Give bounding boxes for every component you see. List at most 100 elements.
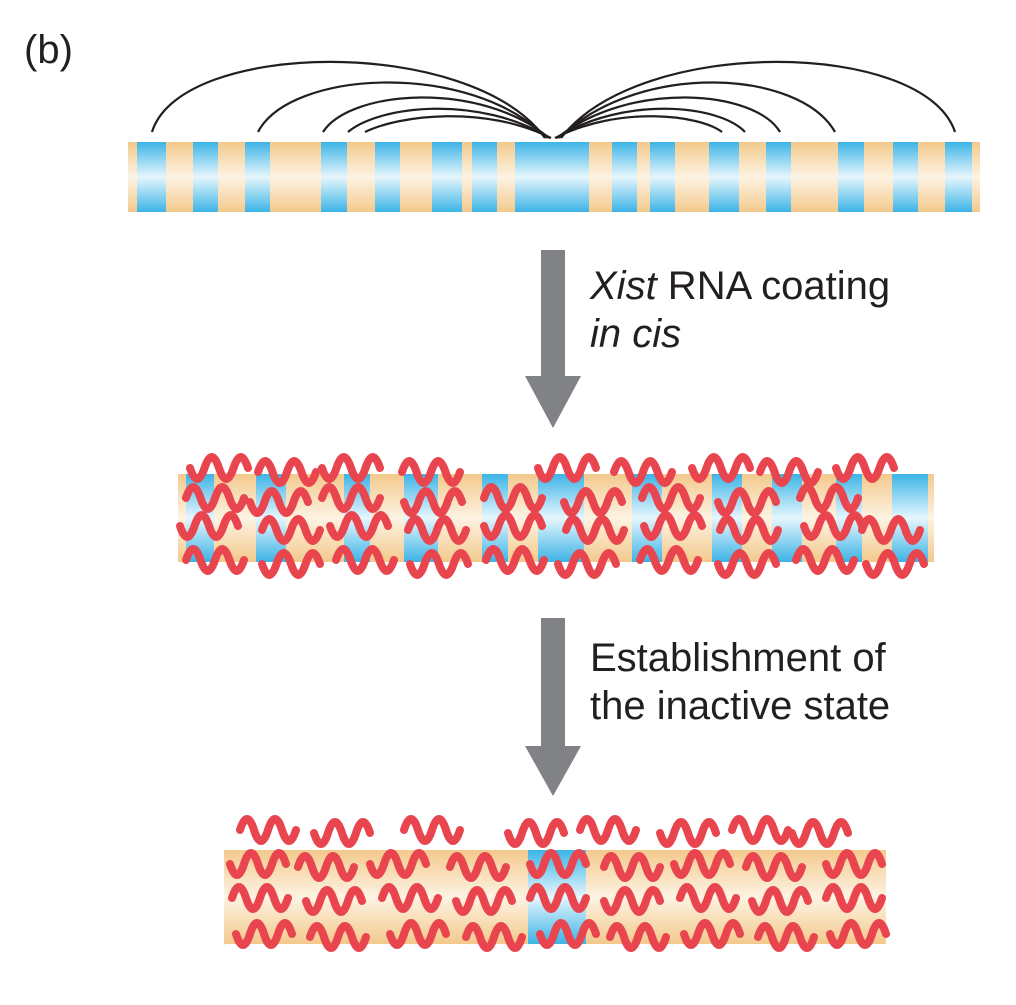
xist-rna-strand bbox=[716, 515, 782, 545]
xist-rna-strand bbox=[480, 511, 546, 541]
blue-band bbox=[193, 142, 218, 212]
xist-rna-strand bbox=[714, 549, 780, 579]
xist-rna-inactive bbox=[226, 815, 890, 952]
blue-band bbox=[612, 142, 637, 212]
chromatin-loop bbox=[322, 96, 550, 139]
xist-rna-strand bbox=[318, 483, 384, 513]
xist-rna-strand bbox=[576, 815, 640, 845]
xist-rna-strand bbox=[258, 549, 324, 579]
xist-rna-strand bbox=[526, 849, 590, 879]
xist-rna-strand bbox=[378, 883, 442, 913]
xist-rna-strand bbox=[446, 852, 510, 882]
blue-band bbox=[945, 142, 972, 212]
xist-rna-strand bbox=[714, 487, 780, 517]
down-arrow-1 bbox=[525, 250, 581, 428]
chromatin-loops bbox=[150, 60, 957, 139]
xist-rna-strand bbox=[800, 511, 866, 541]
panel-label: (b) bbox=[24, 28, 73, 72]
xist-rna-strand bbox=[822, 849, 886, 879]
xist-rna-strand bbox=[640, 511, 706, 541]
chromatin-loop bbox=[556, 96, 781, 139]
chromatin-loop bbox=[555, 107, 746, 139]
xist-rna-strand bbox=[670, 849, 734, 879]
xist-rna-strand bbox=[482, 545, 548, 575]
xist-rna-strand bbox=[638, 483, 704, 513]
chromatin-loop bbox=[150, 60, 546, 139]
step2-caption: Establishment of the inactive state bbox=[590, 634, 890, 730]
xist-rna-strand bbox=[688, 453, 754, 483]
xist-rna-strand bbox=[526, 883, 590, 913]
xist-rna-strand bbox=[182, 483, 248, 513]
blue-band bbox=[893, 142, 918, 212]
xist-rna-strand bbox=[862, 549, 928, 579]
chromatin-loop bbox=[554, 115, 723, 139]
xist-rna-strand bbox=[176, 511, 242, 541]
xist-rna-strand bbox=[610, 457, 676, 487]
xist-rna-strand bbox=[332, 545, 398, 575]
step1-caption: Xist RNA coating in cis bbox=[590, 262, 890, 358]
xist-rna-strand bbox=[480, 483, 546, 513]
xist-rna-strand bbox=[326, 511, 392, 541]
xist-rna-strand bbox=[606, 922, 670, 952]
xist-rna-strand bbox=[534, 453, 600, 483]
blue-band bbox=[838, 142, 864, 212]
xist-rna-strand bbox=[182, 545, 248, 575]
down-arrow-2 bbox=[525, 618, 581, 796]
xist-rna-strand bbox=[462, 922, 526, 952]
xist-rna-strand bbox=[636, 545, 702, 575]
xist-rna-strand bbox=[452, 886, 516, 916]
xist-rna-strand bbox=[254, 457, 320, 487]
xist-rna-strand bbox=[366, 849, 430, 879]
xist-rna-strand bbox=[306, 922, 370, 952]
xist-rna-strand bbox=[236, 815, 300, 845]
xist-rna-strand bbox=[748, 886, 812, 916]
xist-rna-strand bbox=[754, 922, 818, 952]
xist-rna-strand bbox=[186, 453, 252, 483]
chromatin-loop bbox=[364, 115, 552, 139]
xist-rna-strand bbox=[294, 852, 358, 882]
xist-rna-strand bbox=[788, 818, 852, 848]
blue-band bbox=[709, 142, 739, 212]
xist-rna-strand bbox=[822, 883, 886, 913]
xist-rna-strand bbox=[246, 487, 312, 517]
blue-band bbox=[321, 142, 347, 212]
xist-rna-strand bbox=[858, 515, 924, 545]
xist-gene-name: Xist bbox=[590, 264, 657, 308]
blue-band bbox=[375, 142, 400, 212]
xist-rna-strand bbox=[796, 483, 862, 513]
step1-caption-rest: RNA coating bbox=[656, 264, 891, 308]
xist-rna-strand bbox=[600, 852, 664, 882]
xist-rna-strand bbox=[656, 818, 720, 848]
xist-rna-strand bbox=[400, 487, 466, 517]
blue-band bbox=[766, 142, 791, 212]
blue-band bbox=[245, 142, 270, 212]
xist-rna-strand bbox=[756, 457, 822, 487]
step1-caption-line2: in cis bbox=[590, 312, 682, 356]
xist-rna-strand bbox=[676, 883, 740, 913]
blue-band bbox=[772, 474, 802, 562]
xist-rna-strand bbox=[680, 919, 744, 949]
xist-rna-strand bbox=[536, 919, 600, 949]
blue-band bbox=[404, 474, 438, 562]
active-x-chromosome bbox=[128, 142, 980, 212]
xist-rna-strand bbox=[560, 487, 626, 517]
xist-rna-strand bbox=[386, 919, 450, 949]
xist-rna-strand bbox=[792, 545, 858, 575]
xist-rna-strand bbox=[826, 919, 890, 949]
blue-band bbox=[137, 142, 166, 212]
xist-rna-strand bbox=[406, 549, 472, 579]
xist-rna-coating bbox=[176, 453, 928, 579]
chromatin-loop bbox=[347, 107, 551, 139]
xist-rna-strand bbox=[226, 849, 290, 879]
blue-band bbox=[650, 142, 675, 212]
xist-rna-strand bbox=[554, 549, 620, 579]
xist-rna-strand bbox=[742, 852, 806, 882]
xist-rna-strand bbox=[832, 453, 898, 483]
xist-rna-strand bbox=[398, 457, 464, 487]
xist-rna-strand bbox=[404, 515, 470, 545]
xist-rna-strand bbox=[258, 515, 324, 545]
chromatin-loop bbox=[558, 81, 836, 139]
xist-rna-strand bbox=[310, 818, 374, 848]
chromatin-loop bbox=[257, 81, 548, 139]
